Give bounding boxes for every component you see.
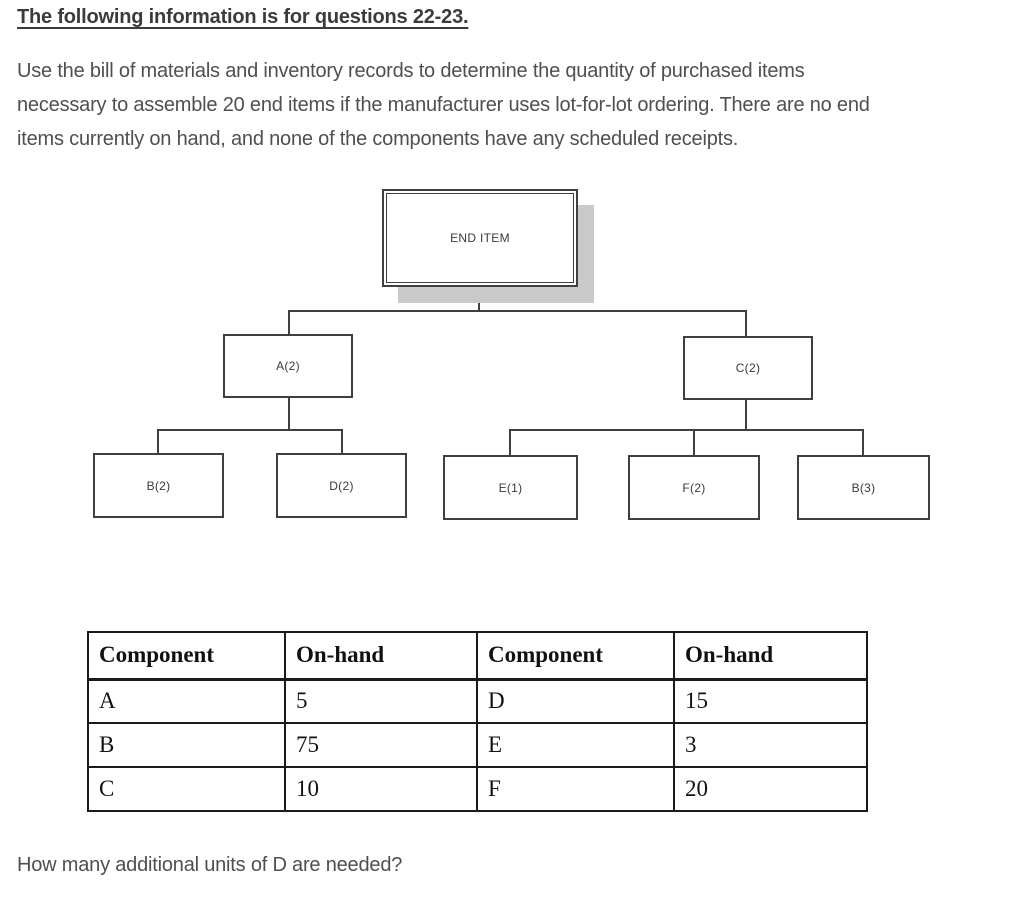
- bom-node-d2: D(2): [276, 453, 407, 518]
- bom-node-label: B(2): [146, 478, 171, 493]
- on-hand-cell: 75: [284, 722, 478, 768]
- bom-node-e1: E(1): [443, 455, 578, 520]
- column-header-on-hand: On-hand: [284, 631, 478, 681]
- bom-node-label: END ITEM: [450, 231, 510, 245]
- connector-drop-e1: [509, 429, 511, 457]
- bom-node-label: B(3): [851, 480, 876, 495]
- table-row: B 75 E 3: [87, 722, 868, 768]
- connector-a-stem: [288, 398, 290, 431]
- bom-node-label: F(2): [682, 480, 706, 495]
- connector-drop-d2: [341, 429, 343, 455]
- on-hand-cell: 10: [284, 766, 478, 812]
- instructions-line: necessary to assemble 20 end items if th…: [17, 94, 870, 116]
- on-hand-cell: 15: [673, 678, 868, 724]
- connector-drop-b2: [157, 429, 159, 455]
- connector-level2-rail: [288, 310, 747, 312]
- connector-drop-b3: [862, 429, 864, 457]
- bom-node-b2: B(2): [93, 453, 224, 518]
- column-header-component: Component: [476, 631, 675, 681]
- question-text: How many additional units of D are neede…: [17, 854, 403, 876]
- on-hand-cell: 5: [284, 678, 478, 724]
- component-cell: B: [87, 722, 286, 768]
- connector-c-stem: [745, 400, 747, 431]
- component-cell: C: [87, 766, 286, 812]
- bom-node-label: C(2): [735, 361, 761, 375]
- connector-root-stem: [478, 287, 480, 312]
- component-cell: E: [476, 722, 675, 768]
- instructions-line: Use the bill of materials and inventory …: [17, 60, 805, 82]
- connector-drop-f2: [693, 429, 695, 457]
- connector-a-children-rail: [157, 429, 343, 431]
- table-row: A 5 D 15: [87, 678, 868, 724]
- table-header-row: Component On-hand Component On-hand: [87, 631, 868, 681]
- bom-node-label: E(1): [498, 480, 523, 495]
- bom-node-c: C(2): [683, 336, 813, 400]
- connector-c-children-rail: [509, 429, 864, 431]
- component-cell: F: [476, 766, 675, 812]
- component-cell: D: [476, 678, 675, 724]
- column-header-component: Component: [87, 631, 286, 681]
- table-row: C 10 F 20: [87, 766, 868, 812]
- bom-node-end-item-inner-border: END ITEM: [386, 193, 574, 283]
- bom-node-f2: F(2): [628, 455, 760, 520]
- instructions-line: items currently on hand, and none of the…: [17, 128, 739, 150]
- component-cell: A: [87, 678, 286, 724]
- column-header-on-hand: On-hand: [673, 631, 868, 681]
- bom-node-a: A(2): [223, 334, 353, 398]
- section-heading: The following information is for questio…: [17, 6, 469, 28]
- on-hand-cell: 3: [673, 722, 868, 768]
- instructions-paragraph: Use the bill of materials and inventory …: [17, 54, 870, 156]
- on-hand-inventory-table: Component On-hand Component On-hand A 5 …: [87, 631, 868, 812]
- bom-node-end-item: END ITEM: [382, 189, 578, 287]
- connector-drop-a: [288, 310, 290, 336]
- bom-node-b3: B(3): [797, 455, 930, 520]
- on-hand-cell: 20: [673, 766, 868, 812]
- bom-node-label: D(2): [329, 478, 354, 493]
- bom-node-label: A(2): [276, 359, 300, 373]
- connector-drop-c: [745, 310, 747, 338]
